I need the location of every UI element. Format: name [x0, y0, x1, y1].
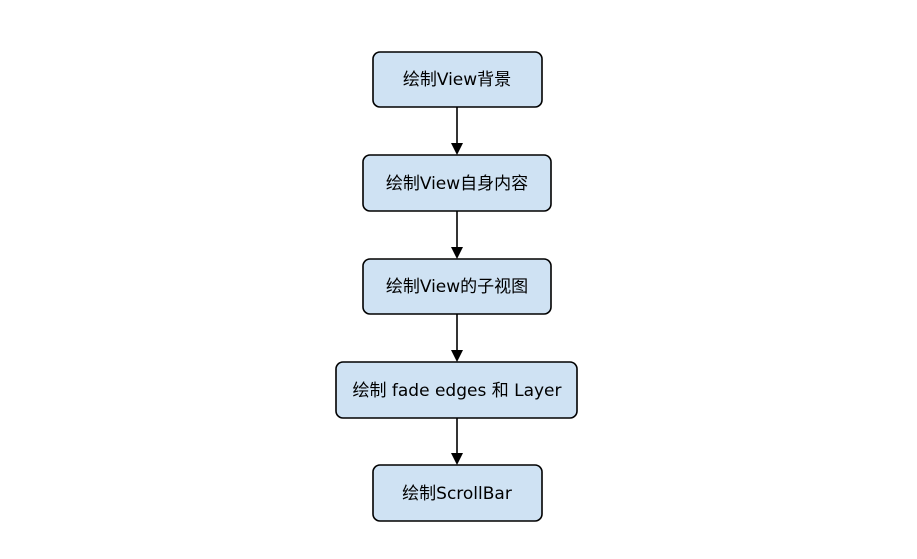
arrowhead	[451, 247, 463, 259]
arrowhead	[451, 453, 463, 465]
step-draw-background: 绘制View背景	[372, 51, 543, 108]
step-draw-fade-edges-layer-label: 绘制 fade edges 和 Layer	[352, 381, 561, 401]
step-draw-children-label: 绘制View的子视图	[386, 277, 528, 297]
flow-edge-background-to-content	[451, 107, 463, 155]
flow-edge-children-to-fade-edges	[451, 314, 463, 362]
step-draw-content: 绘制View自身内容	[362, 154, 552, 212]
step-draw-scrollbar-label: 绘制ScrollBar	[402, 484, 512, 504]
arrowhead	[451, 143, 463, 155]
step-draw-background-label: 绘制View背景	[403, 70, 511, 90]
arrowhead	[451, 350, 463, 362]
step-draw-content-label: 绘制View自身内容	[386, 174, 528, 194]
flow-edge-fade-edges-to-scrollbar	[451, 418, 463, 465]
step-draw-fade-edges-layer: 绘制 fade edges 和 Layer	[335, 361, 578, 419]
step-draw-children: 绘制View的子视图	[362, 258, 552, 315]
flow-edge-content-to-children	[451, 211, 463, 259]
step-draw-scrollbar: 绘制ScrollBar	[372, 464, 543, 522]
